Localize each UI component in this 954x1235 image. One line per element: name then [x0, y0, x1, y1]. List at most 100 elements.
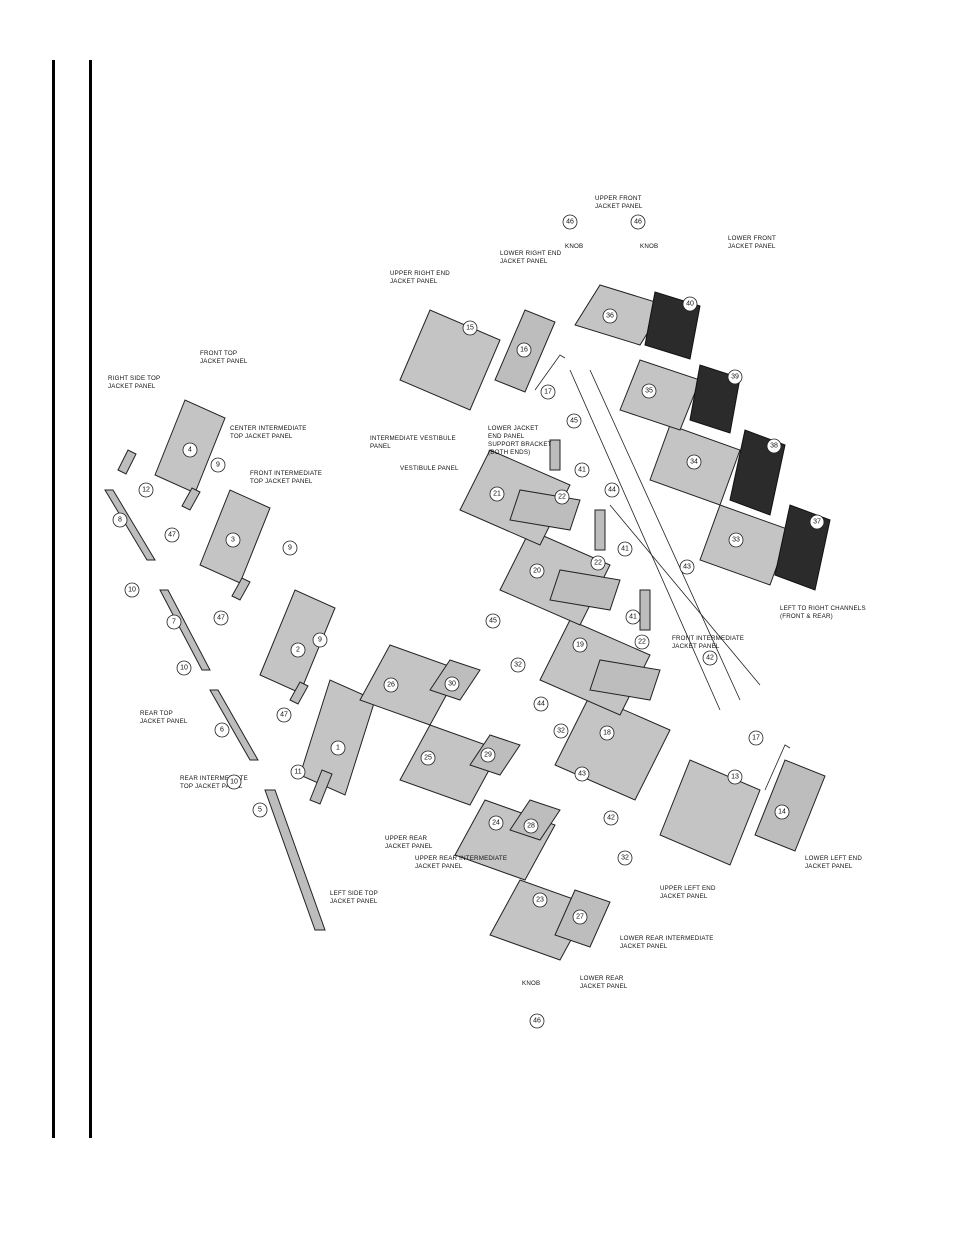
bubble-9b: 9: [282, 540, 298, 556]
bubble-7: 7: [166, 614, 182, 630]
svg-text:42: 42: [706, 655, 714, 662]
part-bubbles: 1 2 3 4 5 6 7 8 9 9 9 10 10 10 11 12 13 …: [112, 214, 825, 1029]
svg-text:19: 19: [576, 642, 584, 649]
svg-text:3: 3: [231, 537, 235, 544]
bubble-46c: 46: [529, 1013, 545, 1029]
channel-41c: [639, 589, 651, 631]
bracket-17a: [534, 354, 566, 391]
margin-rule-outer: [52, 60, 55, 1138]
bubble-8: 8: [112, 512, 128, 528]
svg-text:37: 37: [813, 519, 821, 526]
label-upper-rear-intermediate: UPPER REAR INTERMEDIATE JACKET PANEL: [415, 855, 509, 870]
front-panels-group: [574, 284, 831, 591]
bubble-45a: 45: [566, 413, 582, 429]
svg-text:29: 29: [484, 752, 492, 759]
label-lower-left-end: LOWER LEFT END JACKET PANEL: [805, 855, 864, 870]
channel-41a: [549, 439, 561, 471]
labels-group: RIGHT SIDE TOP JACKET PANEL FRONT TOP JA…: [108, 195, 866, 990]
bubble-39: 39: [727, 369, 743, 385]
svg-text:11: 11: [294, 769, 301, 776]
svg-text:10: 10: [128, 587, 136, 594]
svg-text:44: 44: [608, 487, 616, 494]
panel-9a: [289, 681, 309, 705]
svg-text:7: 7: [172, 619, 176, 626]
margin-rule-inner: [89, 60, 92, 1138]
bracket-17b: [764, 744, 791, 791]
bubble-25: 25: [420, 750, 436, 766]
bubble-22a: 22: [634, 634, 650, 650]
svg-text:15: 15: [466, 325, 474, 332]
bubble-43a: 43: [679, 559, 695, 575]
bubble-17a: 17: [540, 384, 556, 400]
channel-45b: [589, 369, 741, 701]
svg-text:14: 14: [778, 809, 786, 816]
svg-text:12: 12: [142, 487, 150, 494]
bubble-38: 38: [766, 438, 782, 454]
bubble-12: 12: [138, 482, 154, 498]
bubble-46b: 46: [630, 214, 646, 230]
bubble-4: 4: [182, 442, 198, 458]
panel-15: [399, 309, 501, 411]
bubble-41c: 41: [625, 609, 641, 625]
svg-text:18: 18: [603, 730, 611, 737]
top-panels-group: [104, 399, 376, 931]
svg-text:38: 38: [770, 443, 778, 450]
svg-text:30: 30: [448, 681, 456, 688]
channel-41b: [594, 509, 606, 551]
bubble-11: 11: [290, 764, 306, 780]
label-upper-front: UPPER FRONT JACKET PANEL: [595, 195, 643, 210]
bubble-19: 19: [572, 637, 588, 653]
bubble-41b: 41: [617, 541, 633, 557]
bubble-13: 13: [727, 769, 743, 785]
bubble-36: 36: [602, 308, 618, 324]
bubble-43b: 43: [574, 766, 590, 782]
bubble-47b: 47: [213, 610, 229, 626]
bubble-2: 2: [290, 642, 306, 658]
bubble-35: 35: [641, 383, 657, 399]
svg-text:22: 22: [558, 494, 566, 501]
svg-text:36: 36: [606, 313, 614, 320]
svg-text:46: 46: [533, 1018, 541, 1025]
svg-text:32: 32: [557, 728, 565, 735]
svg-text:21: 21: [493, 491, 501, 498]
svg-text:10: 10: [180, 665, 188, 672]
bubble-33: 33: [728, 532, 744, 548]
bubble-32c: 32: [617, 850, 633, 866]
svg-text:5: 5: [258, 807, 262, 814]
vestibule-group: [459, 449, 671, 801]
label-knob-mid: KNOB: [640, 243, 658, 250]
svg-text:45: 45: [570, 418, 578, 425]
svg-text:47: 47: [168, 532, 176, 539]
svg-text:17: 17: [544, 389, 552, 396]
bubble-47c: 47: [164, 527, 180, 543]
svg-text:20: 20: [533, 568, 541, 575]
label-intermediate-vestibule: INTERMEDIATE VESTIBULE PANEL: [370, 435, 458, 450]
svg-text:46: 46: [566, 219, 574, 226]
svg-text:41: 41: [621, 546, 629, 553]
bubble-9a: 9: [312, 632, 328, 648]
bubble-5: 5: [252, 802, 268, 818]
svg-text:22: 22: [638, 639, 646, 646]
svg-text:41: 41: [629, 614, 637, 621]
svg-text:34: 34: [690, 459, 698, 466]
bubble-24: 24: [488, 815, 504, 831]
svg-text:41: 41: [578, 467, 586, 474]
panel-2: [259, 589, 336, 694]
bubble-16: 16: [516, 342, 532, 358]
label-upper-left-end: UPPER LEFT END JACKET PANEL: [660, 885, 718, 900]
svg-text:28: 28: [527, 823, 535, 830]
bubble-30: 30: [444, 676, 460, 692]
bubble-9c: 9: [210, 457, 226, 473]
svg-text:45: 45: [489, 618, 497, 625]
bubble-26: 26: [383, 677, 399, 693]
panel-12: [117, 449, 137, 475]
panel-22b: [549, 569, 621, 611]
bubble-28: 28: [523, 818, 539, 834]
label-knob-top: KNOB: [565, 243, 583, 250]
bubble-29: 29: [480, 747, 496, 763]
bubble-44b: 44: [533, 696, 549, 712]
svg-text:43: 43: [578, 771, 586, 778]
bubble-34: 34: [686, 454, 702, 470]
bubble-18: 18: [599, 725, 615, 741]
label-left-side-top: LEFT SIDE TOP JACKET PANEL: [330, 890, 380, 905]
